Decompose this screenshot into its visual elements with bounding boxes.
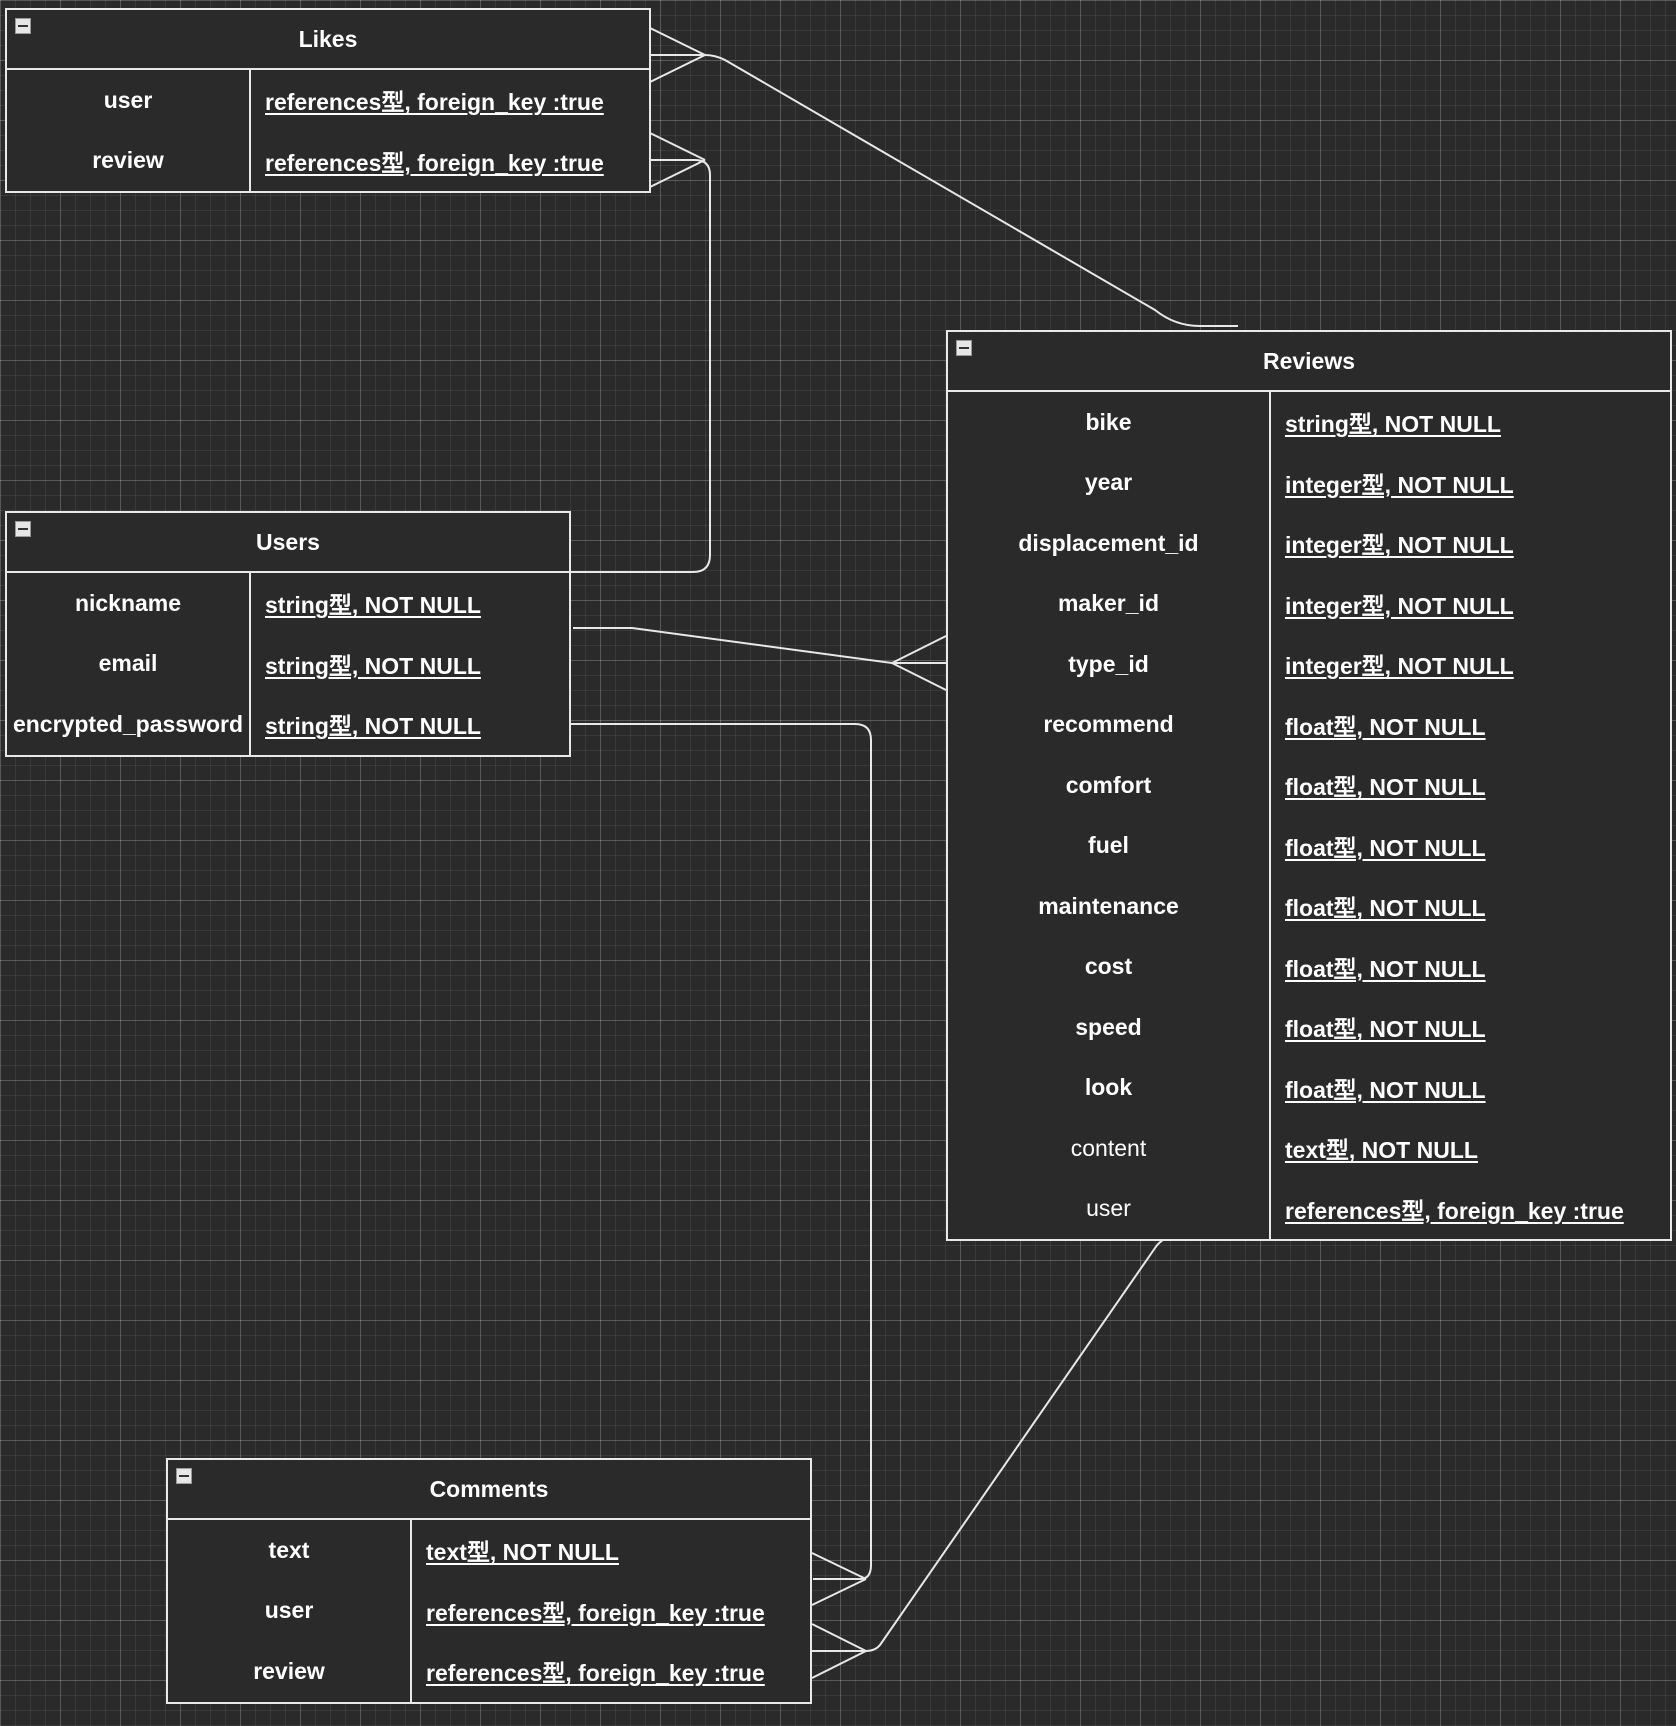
reviews-table-rows: bike string型, NOT NULL year integer型, NO…	[948, 392, 1670, 1239]
column-name: encrypted_password	[12, 710, 244, 737]
column-name: text	[268, 1536, 310, 1563]
minus-box-icon[interactable]	[176, 1468, 192, 1484]
column-name: user	[103, 86, 153, 113]
table-row[interactable]: review references型, foreign_key :true	[7, 131, 649, 192]
comments-table-header[interactable]: Comments	[168, 1460, 810, 1520]
column-type: integer型, NOT NULL	[1285, 471, 1514, 498]
column-type: float型, NOT NULL	[1285, 774, 1486, 801]
table-row[interactable]: user references型, foreign_key :true	[948, 1179, 1670, 1240]
column-type: text型, NOT NULL	[426, 1539, 619, 1566]
column-type: integer型, NOT NULL	[1285, 592, 1514, 619]
table-row[interactable]: content text型, NOT NULL	[948, 1118, 1670, 1179]
likes-table-header[interactable]: Likes	[7, 10, 649, 70]
column-name: displacement_id	[1018, 529, 1199, 556]
column-name: user	[1086, 1195, 1131, 1222]
column-type: float型, NOT NULL	[1285, 1076, 1486, 1103]
table-row[interactable]: encrypted_password string型, NOT NULL	[7, 694, 569, 755]
table-row[interactable]: displacement_id integer型, NOT NULL	[948, 513, 1670, 574]
column-type: float型, NOT NULL	[1285, 834, 1486, 861]
column-name: recommend	[1043, 711, 1174, 738]
table-row[interactable]: text text型, NOT NULL	[168, 1520, 810, 1581]
column-name: cost	[1084, 953, 1133, 980]
column-type: string型, NOT NULL	[265, 592, 481, 619]
column-type: float型, NOT NULL	[1285, 1016, 1486, 1043]
table-row[interactable]: year integer型, NOT NULL	[948, 453, 1670, 514]
table-row[interactable]: review references型, foreign_key :true	[168, 1641, 810, 1702]
connector-reviews-comments	[811, 1235, 1222, 1679]
table-row[interactable]: look float型, NOT NULL	[948, 1058, 1670, 1119]
minus-box-icon[interactable]	[956, 340, 972, 356]
column-type: references型, foreign_key :true	[426, 1599, 765, 1626]
column-type: integer型, NOT NULL	[1285, 532, 1514, 559]
column-name: type_id	[1068, 650, 1149, 677]
users-table-header[interactable]: Users	[7, 513, 569, 573]
table-row[interactable]: user references型, foreign_key :true	[168, 1581, 810, 1642]
table-row[interactable]: type_id integer型, NOT NULL	[948, 634, 1670, 695]
column-type: float型, NOT NULL	[1285, 895, 1486, 922]
column-name: email	[98, 650, 158, 677]
minus-box-icon[interactable]	[15, 521, 31, 537]
column-name: maintenance	[1038, 892, 1179, 919]
column-name: user	[264, 1597, 314, 1624]
table-row[interactable]: recommend float型, NOT NULL	[948, 695, 1670, 756]
table-title: Comments	[429, 1475, 549, 1502]
table-row[interactable]: maintenance float型, NOT NULL	[948, 876, 1670, 937]
users-table[interactable]: Users nickname string型, NOT NULL email s…	[5, 511, 571, 757]
reviews-table-header[interactable]: Reviews	[948, 332, 1670, 392]
column-type: float型, NOT NULL	[1285, 955, 1486, 982]
column-name: speed	[1075, 1013, 1142, 1040]
column-type: text型, NOT NULL	[1285, 1137, 1478, 1164]
column-type: string型, NOT NULL	[265, 713, 481, 740]
column-type: references型, foreign_key :true	[426, 1660, 765, 1687]
column-type: float型, NOT NULL	[1285, 713, 1486, 740]
users-table-rows: nickname string型, NOT NULL email string型…	[7, 573, 569, 755]
column-name: bike	[1085, 408, 1132, 435]
column-type: string型, NOT NULL	[265, 652, 481, 679]
column-name: review	[92, 147, 164, 174]
column-name: review	[253, 1657, 325, 1684]
table-row[interactable]: fuel float型, NOT NULL	[948, 816, 1670, 877]
reviews-table[interactable]: Reviews bike string型, NOT NULL year inte…	[946, 330, 1672, 1241]
table-row[interactable]: comfort float型, NOT NULL	[948, 755, 1670, 816]
table-row[interactable]: email string型, NOT NULL	[7, 634, 569, 695]
table-row[interactable]: user references型, foreign_key :true	[7, 70, 649, 131]
table-row[interactable]: speed float型, NOT NULL	[948, 997, 1670, 1058]
table-row[interactable]: bike string型, NOT NULL	[948, 392, 1670, 453]
column-type: string型, NOT NULL	[1285, 411, 1501, 438]
column-type: integer型, NOT NULL	[1285, 653, 1514, 680]
comments-table[interactable]: Comments text text型, NOT NULL user refer…	[166, 1458, 812, 1704]
column-name: content	[1070, 1134, 1147, 1161]
column-name: look	[1084, 1074, 1133, 1101]
column-name: fuel	[1088, 832, 1129, 859]
likes-table[interactable]: Likes user references型, foreign_key :tru…	[5, 8, 651, 193]
likes-table-rows: user references型, foreign_key :true revi…	[7, 70, 649, 191]
table-row[interactable]: cost float型, NOT NULL	[948, 937, 1670, 998]
connector-likes-users	[570, 132, 711, 573]
column-type: references型, foreign_key :true	[1285, 1197, 1624, 1224]
column-type: references型, foreign_key :true	[265, 149, 604, 176]
table-row[interactable]: nickname string型, NOT NULL	[7, 573, 569, 634]
column-name: comfort	[1065, 771, 1152, 798]
table-title: Reviews	[1262, 347, 1356, 374]
connector-users-reviews	[573, 627, 947, 691]
minus-box-icon[interactable]	[15, 18, 31, 34]
column-name: year	[1084, 469, 1133, 496]
connector-likes-reviews	[649, 27, 1238, 327]
table-title: Likes	[298, 25, 358, 52]
table-row[interactable]: maker_id integer型, NOT NULL	[948, 574, 1670, 635]
table-title: Users	[256, 528, 320, 555]
column-name: maker_id	[1057, 590, 1159, 617]
column-type: references型, foreign_key :true	[265, 89, 604, 116]
column-name: nickname	[74, 589, 182, 616]
comments-table-rows: text text型, NOT NULL user references型, f…	[168, 1520, 810, 1702]
